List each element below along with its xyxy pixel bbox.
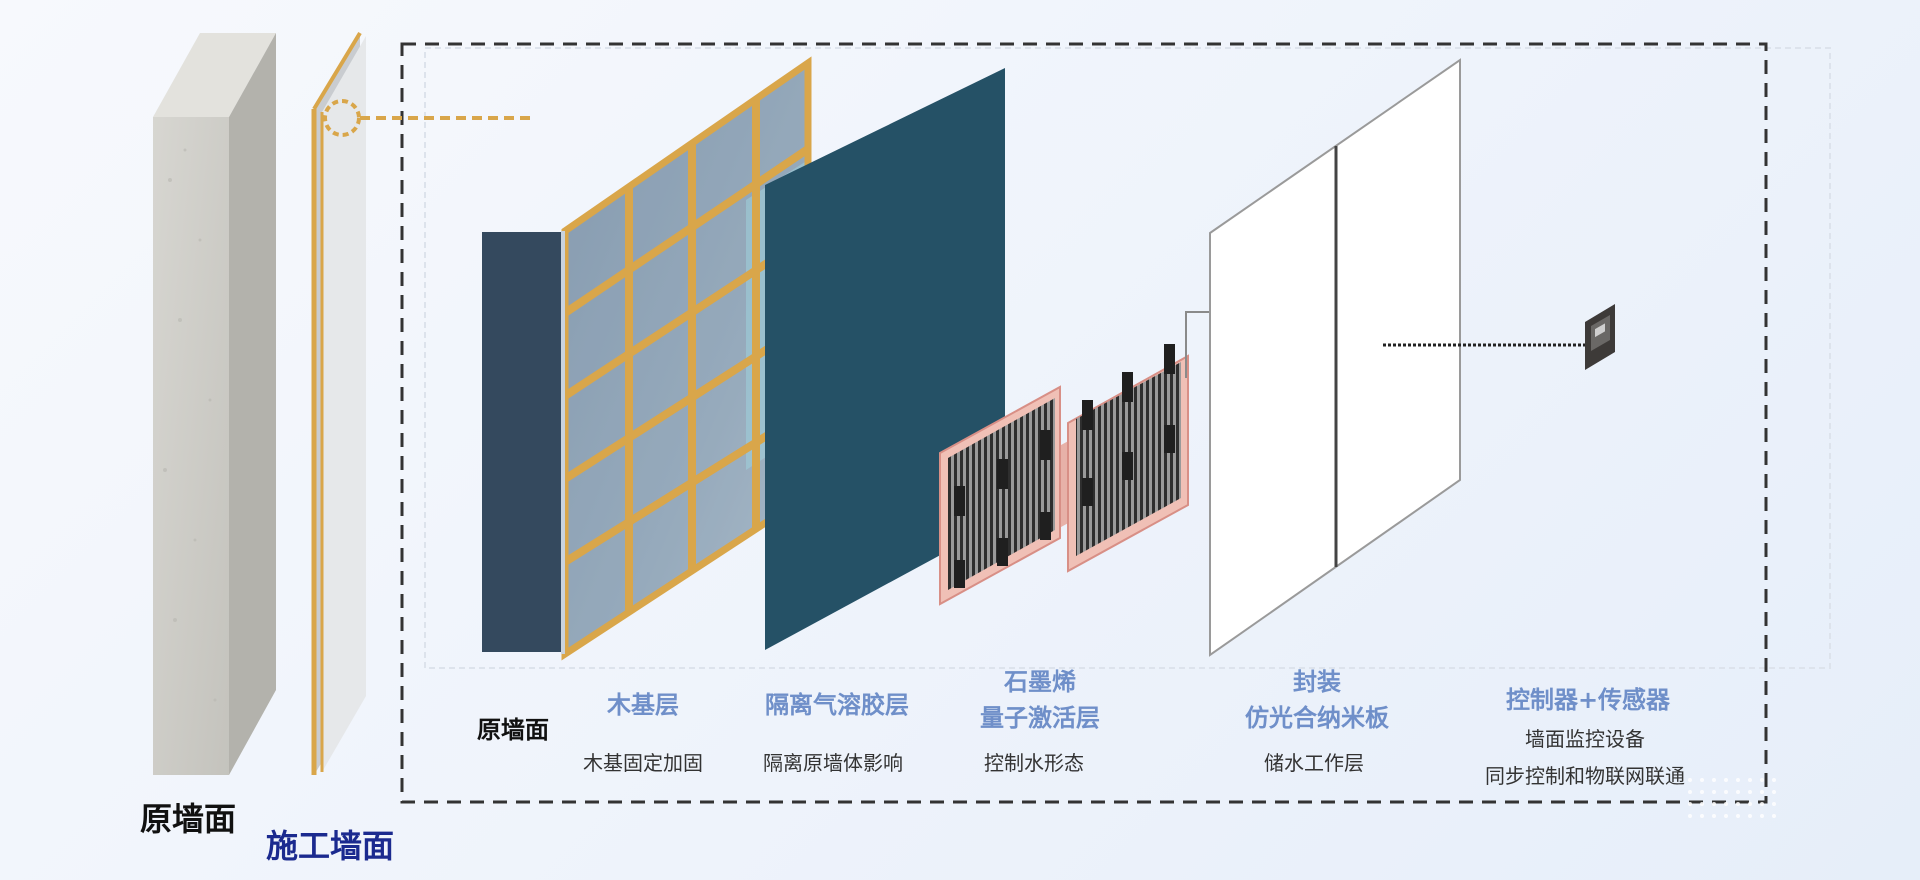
layer-3-title-line-1: 石墨烯 <box>1004 668 1076 697</box>
layer-4-desc: 储水工作层 <box>1264 751 1364 775</box>
original-wall-block <box>153 33 276 775</box>
construction-wall-panel <box>314 33 366 775</box>
layer-2-title: 隔离气溶胶层 <box>765 691 909 720</box>
layer-1-title: 木基层 <box>607 691 679 720</box>
layer-5-title: 控制器+传感器 <box>1506 686 1670 715</box>
layer-1-desc: 木基固定加固 <box>583 751 703 775</box>
original-wall-label: 原墙面 <box>140 800 236 838</box>
layer-5-desc-line-1: 墙面监控设备 <box>1525 727 1645 751</box>
layer-2-desc: 隔离原墙体影响 <box>763 751 903 775</box>
nano-board-layer <box>1210 60 1460 655</box>
layer-4-title-line-1: 封装 <box>1293 668 1341 697</box>
construction-wall-label: 施工墙面 <box>266 827 394 865</box>
layer-0-title: 原墙面 <box>477 716 549 745</box>
layer-5-desc-line-2: 同步控制和物联网联通 <box>1485 764 1685 788</box>
decorative-dot-grid <box>1688 778 1776 818</box>
layer-3-title-line-2: 量子激活层 <box>980 704 1100 733</box>
layer-4-title-line-2: 仿光合纳米板 <box>1245 704 1389 733</box>
layer-3-desc: 控制水形态 <box>984 751 1084 775</box>
original-wall-layer <box>482 232 568 652</box>
nano-board-connector <box>1186 312 1210 378</box>
controller-device <box>1585 304 1615 370</box>
